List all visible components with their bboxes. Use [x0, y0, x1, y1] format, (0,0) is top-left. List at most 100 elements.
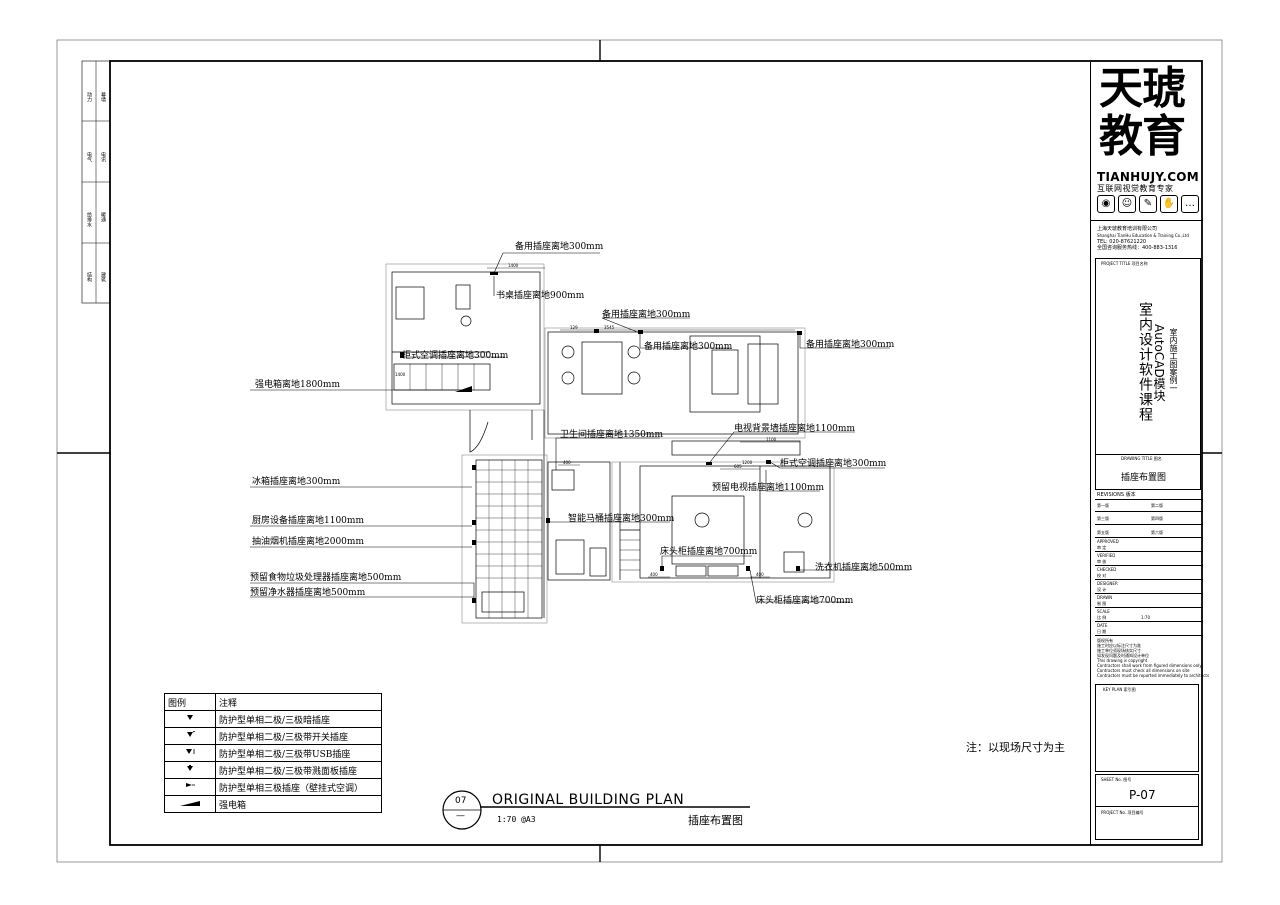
legend-row: 防护型单相二极/三极暗插座 — [164, 710, 382, 728]
revision-item: 第三版 — [1097, 516, 1109, 521]
role-en: DRAWN — [1097, 595, 1113, 600]
annotation: 预留电视插座离地1100mm — [712, 483, 824, 493]
role-en: APPROVED — [1097, 539, 1119, 544]
role-cn: 设 计 — [1097, 587, 1107, 592]
dimension-text: 400 — [756, 572, 764, 577]
revision-item: 第二版 — [1151, 503, 1163, 508]
revisions-label: REVISIONS 版本 — [1097, 492, 1136, 498]
project-title-main: 室内设计软件课程 — [1137, 302, 1153, 422]
project-title-label: PROJECT TITLE 项目名称 — [1101, 261, 1148, 266]
socket-marks — [400, 272, 802, 603]
role-cn: 审 定 — [1097, 545, 1107, 550]
side-strip-label: 给排水 — [86, 212, 92, 227]
side-strip-label: 电讯 — [100, 152, 106, 162]
sheet-number: P-07 — [1129, 788, 1156, 802]
side-strip-label: 建筑 — [100, 272, 106, 282]
eye-icon: ◉ — [1097, 195, 1115, 213]
revision-item: 第六版 — [1151, 530, 1163, 535]
side-strip-label: 暖通 — [100, 212, 106, 222]
role-cn: 制 图 — [1097, 601, 1107, 606]
project-no-label: PROJECT No. 项目编号 — [1101, 810, 1144, 815]
role-en: SCALE — [1097, 609, 1110, 614]
revision-item: 第四版 — [1151, 516, 1163, 521]
logo-line2: 教育 — [1099, 111, 1186, 162]
legend-note: 防护型单相三极插座（壁挂式空调） — [215, 778, 382, 796]
project-title-sub: AutoCAD模块 — [1152, 324, 1166, 402]
note-line: 施工单位须现场核实尺寸 — [1097, 648, 1141, 653]
legend-row: 强电箱 — [164, 795, 382, 813]
annotation: 卫生间插座离地1350mm — [560, 430, 663, 440]
annotation: 强电箱离地1800mm — [255, 380, 340, 390]
dimension-text: 605 — [734, 464, 742, 469]
legend-table: 图例 注释 防护型单相二极/三极暗插座 防护型单相二极/三极带开关插座 防护型单… — [164, 693, 382, 813]
legend-note: 防护型单相二极/三极带开关插座 — [215, 727, 382, 745]
title-block: 天琥 教育 TIANHUJY.COM 互联网视觉教育专家 ◉ ☺ ✎ ✋ … 上… — [1090, 62, 1209, 845]
dimension-text: 1100 — [766, 437, 777, 442]
brand-site: TIANHUJY.COM — [1097, 170, 1200, 184]
plan-number-dash: — — [456, 811, 465, 821]
sheet-label: SHEET No. 图号 — [1101, 777, 1132, 782]
annotation: 备用插座离地300mm — [806, 340, 895, 350]
key-plan-label: KEY PLAN 索引图 — [1103, 687, 1136, 692]
annotation: 电视背景墙插座离地1100mm — [734, 424, 855, 434]
chat-icon: … — [1181, 195, 1199, 213]
dimension-text: 1200 — [742, 460, 753, 465]
dimension-text: 400 — [650, 572, 658, 577]
hand-icon: ✋ — [1160, 195, 1178, 213]
legend-row: 防护型单相二极/三极带开关插座 — [164, 727, 382, 745]
role-en: DESIGNER — [1097, 581, 1118, 586]
legend-note: 防护型单相二极/三极带溅面板插座 — [215, 761, 382, 779]
annotation: 智能马桶插座离地300mm — [568, 514, 675, 524]
role-cn: 日 期 — [1097, 629, 1107, 634]
annotation: 预留食物垃圾处理器插座离地500mm — [250, 573, 402, 583]
legend-header-symbol: 图例 — [164, 693, 216, 711]
legend-note: 强电箱 — [215, 795, 382, 813]
annotation: 洗衣机插座离地500mm — [815, 563, 913, 573]
distribution-box-icon — [164, 795, 216, 813]
scale-value: 1:70 — [1141, 615, 1150, 620]
socket-ac-icon — [164, 778, 216, 796]
dimension-lines — [487, 267, 800, 578]
company-en: Shanghai TianHu Education & Training Co.… — [1097, 233, 1189, 238]
role-en: DATE — [1097, 623, 1108, 628]
legend-note: 防护型单相二极/三极暗插座 — [215, 710, 382, 728]
side-strip-label: 幕墙 — [100, 92, 106, 102]
role-en: VERIFIED — [1097, 553, 1116, 558]
project-title-box — [1095, 258, 1201, 490]
legend-header-row: 图例 注释 — [164, 693, 382, 711]
plan-title-en: ORIGINAL BUILDING PLAN — [492, 792, 685, 808]
outer-border — [56, 39, 1223, 863]
plan-scale: 1:70 @A3 — [497, 815, 536, 824]
note-line: Contractors shall work from figured dime… — [1097, 663, 1202, 668]
annotation: 柜式空调插座离地300mm — [780, 459, 887, 469]
note-line: 施工时应以标注尺寸为准 — [1097, 643, 1141, 648]
annotation: 柜式空调插座离地300mm — [402, 351, 509, 361]
plan-title-cn: 插座布置图 — [688, 814, 743, 827]
annotation: 床头柜插座离地700mm — [756, 596, 854, 606]
side-strip-label: 电气 — [86, 152, 92, 162]
drawing-title-label: DRAWING TITLE 图名 — [1121, 456, 1162, 461]
note-line: Contractors must be reported immediately… — [1097, 673, 1210, 678]
legend-note: 防护型单相二极/三极带USB插座 — [215, 744, 382, 762]
legend-header-note: 注释 — [215, 693, 382, 711]
role-cn: 校 对 — [1097, 573, 1107, 578]
dimension-text: 1400 — [395, 372, 406, 377]
leader-lines — [250, 252, 910, 603]
annotation: 备用插座离地300mm — [644, 342, 733, 352]
revision-item: 第一版 — [1097, 503, 1109, 508]
drawing-name: 插座布置图 — [1121, 473, 1167, 483]
company-cn: 上海天琥教育培训有限公司 — [1097, 226, 1158, 232]
plan-number: 07 — [455, 796, 467, 806]
project-title-case: 室内施工图案例一 — [1169, 328, 1178, 392]
logo-line1: 天琥 — [1099, 63, 1186, 114]
socket-usb-icon — [164, 744, 216, 762]
pen-icon: ✎ — [1139, 195, 1157, 213]
revision-item: 第五版 — [1097, 530, 1109, 535]
side-strip-label: 结构 — [86, 272, 92, 282]
legend-row: 防护型单相二极/三极带USB插座 — [164, 744, 382, 762]
dimension-text: 3545 — [604, 325, 615, 330]
annotation: 厨房设备插座离地1100mm — [252, 516, 364, 526]
dimension-text: 400 — [563, 460, 571, 465]
annotation: 床头柜插座离地700mm — [660, 547, 758, 557]
